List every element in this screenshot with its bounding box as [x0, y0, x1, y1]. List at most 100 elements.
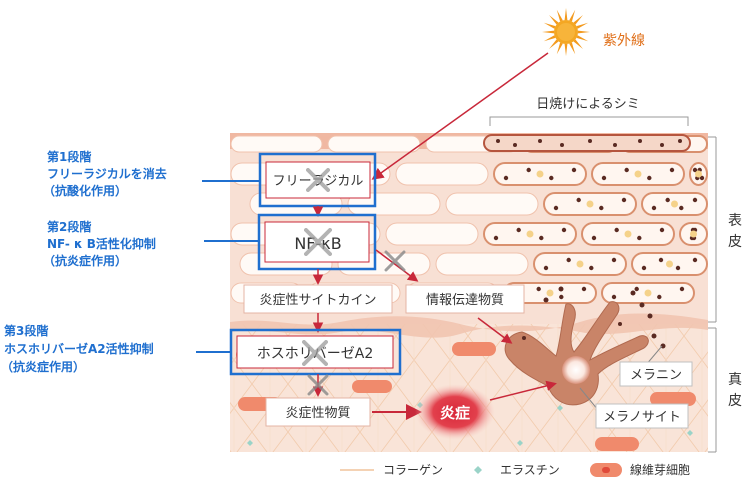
melanin-granule [660, 143, 664, 147]
sun-ray [549, 39, 559, 49]
stage-2-title: 第2段階 [47, 219, 91, 234]
melanin-granule [614, 227, 619, 233]
stage-3-title: 第3段階 [4, 323, 48, 338]
stage-1-label: 第1段階 フリーラジカルを消去 （抗酸化作用） [43, 149, 167, 198]
cell-nucleus [526, 230, 534, 238]
melanocyte-label: メラノサイト [603, 410, 681, 425]
melanin-granule [503, 175, 509, 181]
melanin-granule [561, 227, 567, 233]
melanocyte-nucleus [562, 356, 590, 384]
cross-icon [384, 250, 406, 272]
melanin-box [619, 361, 693, 387]
sunburn-spots-label: 日焼けによるシミ [536, 97, 640, 112]
melanin-granule [536, 286, 541, 292]
epidermal-cell [395, 162, 489, 186]
arrow-info-to-melanocyte [477, 317, 513, 344]
cross-icon [302, 340, 328, 366]
epidermal-cell [445, 192, 539, 216]
inflammatory-substance-label: 炎症性物質 [285, 406, 350, 421]
cell-nucleus [586, 200, 594, 208]
melanin-granule [638, 139, 642, 143]
sun-ray [543, 35, 556, 42]
sun-ray [573, 39, 583, 49]
sun-ray [556, 42, 563, 55]
arrow-inflammation-to-melanocyte [489, 380, 557, 401]
cell-nucleus [690, 230, 697, 238]
cell-nucleus [546, 289, 554, 297]
spots-bracket [489, 116, 689, 126]
melanin-granule [591, 235, 597, 241]
cell-nucleus [576, 260, 584, 268]
melanin-granule [679, 286, 685, 292]
melanin-granule [637, 235, 642, 241]
melanin-granule [553, 205, 559, 211]
stage-1-title: 第1段階 [47, 149, 91, 164]
cross-icon [304, 228, 332, 256]
melanin-granule [692, 257, 698, 263]
cell-nucleus [671, 200, 678, 208]
melanin-granule [657, 294, 662, 300]
sun-ray [576, 22, 589, 29]
stage-3-line2: （抗炎症作用） [1, 359, 85, 374]
info-transmitter-label: 情報伝達物質 [426, 293, 504, 308]
stage-1-line1: フリーラジカルを消去 [47, 166, 167, 181]
melanin-granule [621, 197, 627, 203]
elastin-legend-swatch [474, 466, 482, 474]
melanin-granule [496, 139, 500, 143]
sun-label: 紫外線 [603, 33, 645, 49]
melanin-granule [566, 257, 571, 263]
epidermal-cell [385, 222, 479, 246]
basal-layer [230, 313, 708, 338]
melanocyte-pointer [579, 387, 599, 411]
cell-nucleus [695, 170, 702, 178]
melanin-granule [549, 175, 554, 181]
melanin-granule [589, 265, 594, 271]
epidermis-label-2: 皮 [728, 234, 742, 250]
stage-2-line2: （抗炎症作用） [43, 253, 127, 268]
melanin-granule [601, 175, 607, 181]
melanin-granule [692, 167, 698, 173]
melanin-label: メラニン [630, 368, 682, 383]
melanin-granule [581, 286, 587, 292]
melanin-granule [588, 139, 592, 143]
dermis-label-2: 皮 [728, 393, 742, 409]
epidermal-cell [327, 135, 421, 153]
melanin-granule [679, 205, 684, 211]
cell-nucleus [644, 289, 652, 297]
arrow-to-info [375, 249, 419, 282]
cell-nucleus [666, 260, 673, 268]
sun-ray [577, 30, 590, 34]
stage-1-line2: （抗酸化作用） [43, 183, 127, 198]
melanin-granule [516, 227, 521, 233]
melanin-granule [659, 227, 665, 233]
fibroblast-legend-label: 線維芽細胞 [630, 462, 690, 477]
sun-ray [564, 8, 568, 21]
melanin-granule [692, 197, 698, 203]
inflammation-label: 炎症 [440, 404, 470, 422]
stage-3-label: 第3段階 ホスホリバーゼA2活性抑制 （抗炎症作用） [1, 323, 154, 374]
cross-icon [306, 168, 330, 192]
melanin-granule [538, 139, 542, 143]
spot-surface-band [483, 134, 691, 152]
melanin-granule [699, 175, 705, 181]
melanin-granule [611, 294, 617, 300]
cytokine-label: 炎症性サイトカイン [259, 293, 376, 308]
sun-ray [549, 15, 559, 25]
melanin-granule [678, 139, 682, 143]
melanin-granule [576, 197, 581, 203]
sun-ray [569, 9, 576, 22]
inflammation-glow [415, 384, 495, 440]
collagen-legend-label: コラーゲン [383, 463, 443, 477]
fibroblast-legend-nucleus [602, 467, 610, 473]
sun-ray [542, 30, 555, 34]
melanin-granule [613, 143, 617, 147]
melanin-granule [624, 167, 629, 173]
melanin-granule [493, 235, 499, 241]
epidermal-cell [435, 252, 529, 276]
melanin-granule [539, 235, 544, 241]
melanocyte-cell [504, 286, 666, 406]
stage-3-highlight [229, 328, 402, 376]
elastin-legend-label: エラスチン [500, 463, 560, 477]
cell-nucleus [624, 230, 632, 238]
melanin-granule [675, 265, 681, 271]
